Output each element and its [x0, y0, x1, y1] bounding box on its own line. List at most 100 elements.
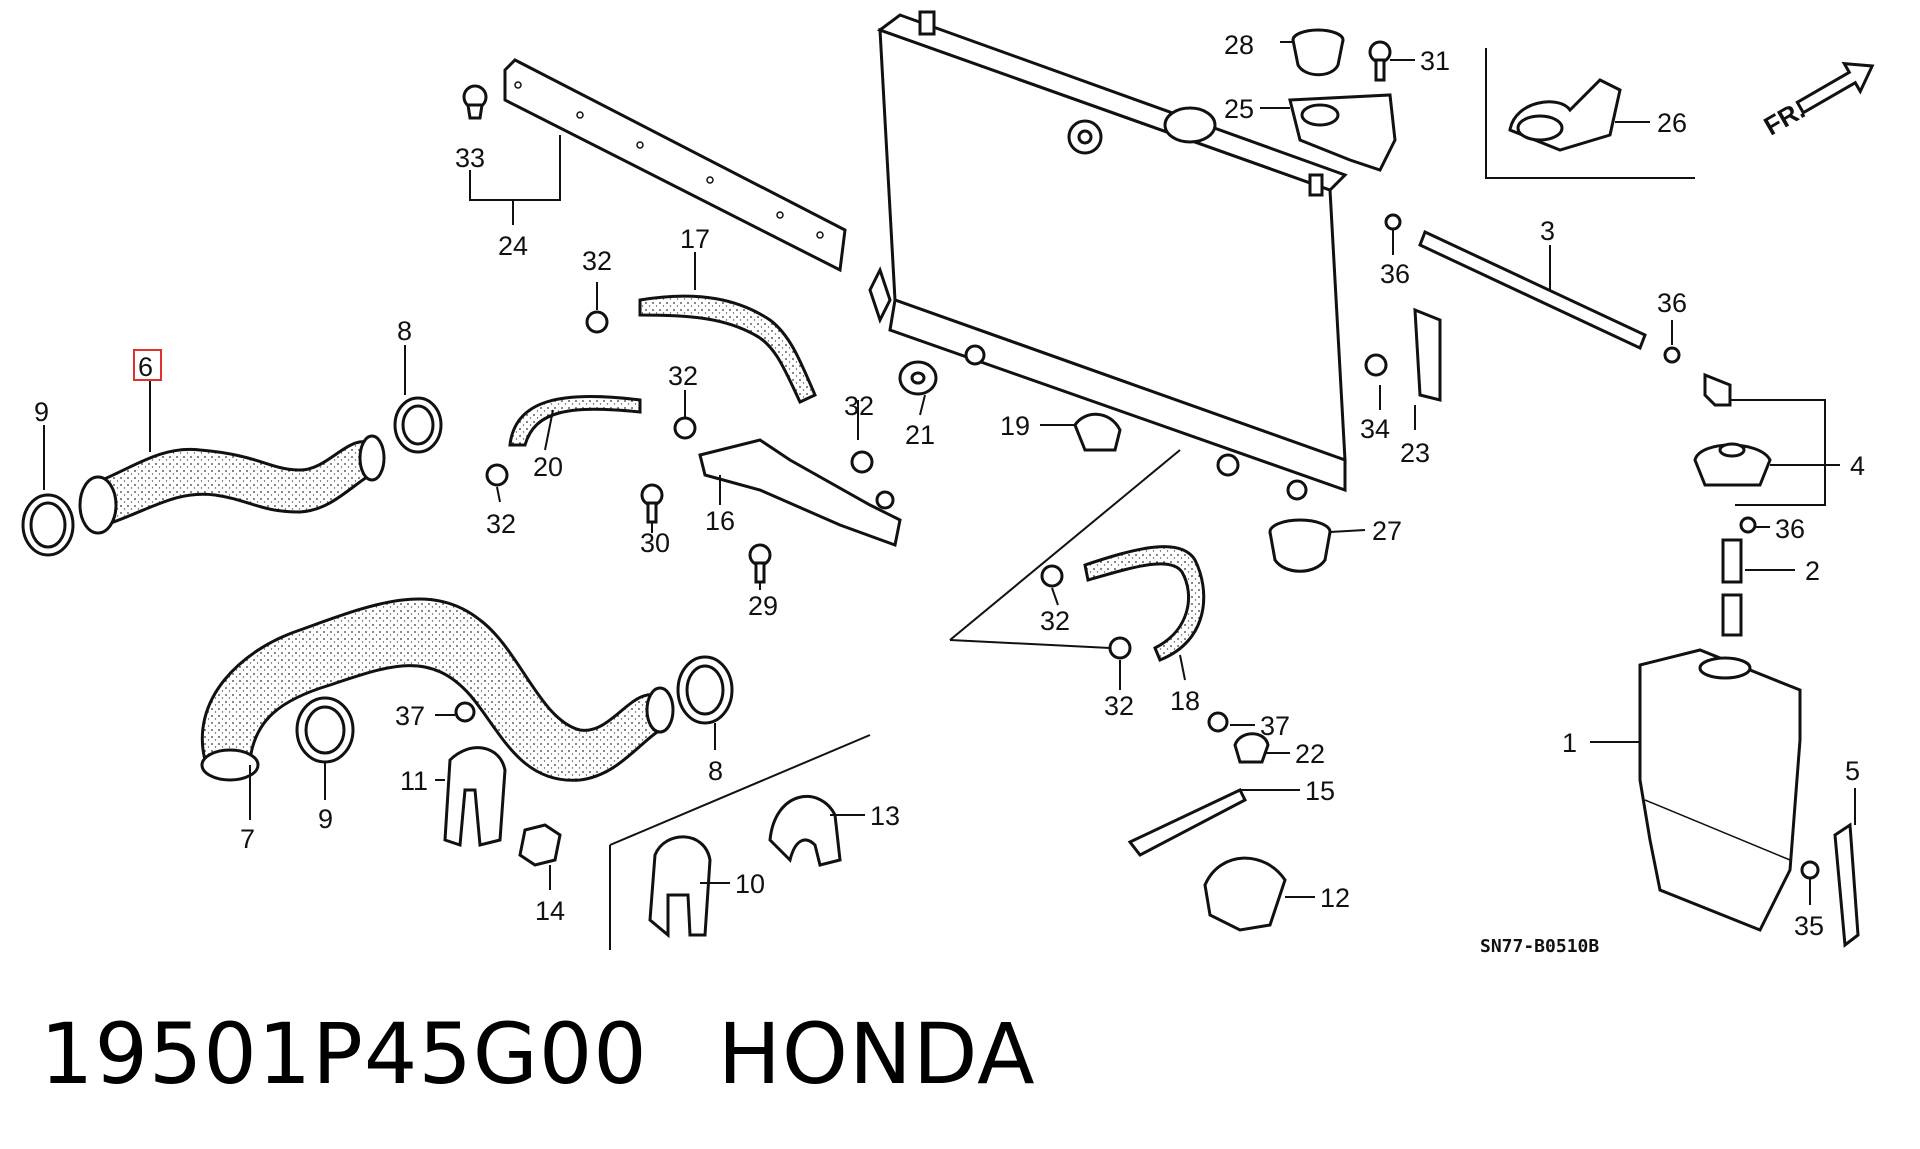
clip-32-c — [485, 463, 509, 487]
bracket-10 — [648, 835, 712, 939]
stay-15 — [1127, 788, 1247, 857]
callout-13[interactable]: 13 — [870, 801, 900, 831]
callout-3[interactable]: 3 — [1540, 216, 1555, 246]
callout-6[interactable]: 6 — [138, 352, 153, 382]
bracket-12 — [1203, 856, 1287, 932]
callout-8a[interactable]: 8 — [397, 316, 412, 346]
bracket-13 — [768, 794, 842, 867]
callout-8b[interactable]: 8 — [708, 756, 723, 786]
clip-33 — [462, 84, 488, 120]
callout-2[interactable]: 2 — [1805, 556, 1820, 586]
bracket-23 — [1413, 307, 1442, 402]
callout-14[interactable]: 14 — [535, 896, 565, 926]
rubber-mount-27 — [1268, 518, 1332, 573]
clip-36-c — [1739, 516, 1757, 534]
clip-32-e — [1040, 564, 1064, 588]
callout-9b[interactable]: 9 — [318, 804, 333, 834]
callout-32d[interactable]: 32 — [844, 391, 874, 421]
bolt-30 — [640, 483, 664, 524]
radiator-assembly — [868, 10, 1348, 501]
catalog-code: SN77-B0510B — [1480, 936, 1599, 957]
reservoir-cap-4 — [1693, 372, 1772, 487]
front-direction-arrow: FR. — [1759, 61, 1875, 141]
bolt-31 — [1368, 40, 1392, 82]
reservoir-bracket-5 — [1833, 822, 1860, 948]
clip-32-d — [850, 450, 874, 474]
rubber-seal-strip — [503, 58, 847, 273]
callout-21[interactable]: 21 — [905, 420, 935, 450]
callout-25[interactable]: 25 — [1224, 94, 1254, 124]
callout-15[interactable]: 15 — [1305, 776, 1335, 806]
bolt-37-b — [1207, 711, 1229, 733]
callout-17[interactable]: 17 — [680, 224, 710, 254]
bolt-29 — [748, 543, 772, 584]
callout-12[interactable]: 12 — [1320, 883, 1350, 913]
lower-radiator-hose — [200, 597, 675, 782]
callout-28[interactable]: 28 — [1224, 30, 1254, 60]
clip-32-a — [585, 310, 609, 334]
bracket-22 — [1233, 732, 1270, 764]
callout-27[interactable]: 27 — [1372, 516, 1402, 546]
callout-30[interactable]: 30 — [640, 528, 670, 558]
washer-21 — [898, 360, 938, 396]
callout-36a[interactable]: 36 — [1380, 259, 1410, 289]
hose-20 — [508, 394, 642, 447]
callout-37a[interactable]: 37 — [395, 701, 425, 731]
callout-23[interactable]: 23 — [1400, 438, 1430, 468]
callout-5[interactable]: 5 — [1845, 756, 1860, 786]
callout-32a[interactable]: 32 — [582, 246, 612, 276]
clamp-19 — [1073, 412, 1122, 452]
callout-1[interactable]: 1 — [1562, 728, 1577, 758]
bolt-34 — [1364, 353, 1388, 377]
part-number: 19501P45G00 — [40, 1005, 648, 1103]
callout-4[interactable]: 4 — [1850, 451, 1865, 481]
clip-36-b — [1663, 346, 1681, 364]
brand-name: HONDA — [717, 1005, 1036, 1103]
callout-29[interactable]: 29 — [748, 591, 778, 621]
upper-radiator-hose[interactable] — [78, 434, 386, 535]
callout-34[interactable]: 34 — [1360, 414, 1390, 444]
clip-32-b — [673, 416, 697, 440]
bracket-25 — [1288, 93, 1397, 172]
callout-35[interactable]: 35 — [1794, 911, 1824, 941]
rubber-mount-28 — [1291, 28, 1345, 77]
connector-tube-2 — [1721, 538, 1743, 637]
bolt-35 — [1800, 860, 1820, 880]
leader-lines — [43, 41, 1856, 905]
callout-36c[interactable]: 36 — [1775, 514, 1805, 544]
callout-31[interactable]: 31 — [1420, 46, 1450, 76]
callout-11[interactable]: 11 — [400, 766, 428, 796]
callout-32c[interactable]: 32 — [486, 509, 516, 539]
callout-20[interactable]: 20 — [533, 452, 563, 482]
callout-33[interactable]: 33 — [455, 143, 485, 173]
callout-37b[interactable]: 37 — [1260, 711, 1290, 741]
hose-clamp-8a — [393, 396, 443, 454]
callout-32e[interactable]: 32 — [1040, 606, 1070, 636]
overflow-pipe-3 — [1418, 229, 1647, 351]
callout-32f[interactable]: 32 — [1104, 691, 1134, 721]
callout-7[interactable]: 7 — [240, 824, 255, 854]
clip-32-f — [1108, 636, 1132, 660]
callout-19[interactable]: 19 — [1000, 411, 1030, 441]
highlight-box — [133, 349, 162, 381]
part-caption: 19501P45G00 HONDA — [40, 1005, 1106, 1103]
callout-24[interactable]: 24 — [498, 231, 528, 261]
callout-18[interactable]: 18 — [1170, 686, 1200, 716]
fan-switch-harness-16 — [698, 438, 902, 548]
bracket-26-inset — [1485, 48, 1695, 179]
callout-22[interactable]: 22 — [1295, 739, 1325, 769]
callout-labels: 6 9 8 33 24 17 32 20 32 32 32 30 16 29 2… — [34, 30, 1865, 957]
callout-9a[interactable]: 9 — [34, 397, 49, 427]
bolt-37-a — [454, 701, 476, 723]
hose-clamp-8b — [676, 655, 734, 725]
callout-16[interactable]: 16 — [705, 506, 735, 536]
callout-32b[interactable]: 32 — [668, 361, 698, 391]
drain-hose-18 — [1083, 545, 1206, 662]
callout-36b[interactable]: 36 — [1657, 288, 1687, 318]
callout-26[interactable]: 26 — [1657, 108, 1687, 138]
coolant-reservoir-1 — [1638, 648, 1802, 932]
callout-10[interactable]: 10 — [735, 869, 765, 899]
clip-36-a — [1384, 213, 1402, 231]
hose-clamp-9b — [295, 696, 355, 764]
